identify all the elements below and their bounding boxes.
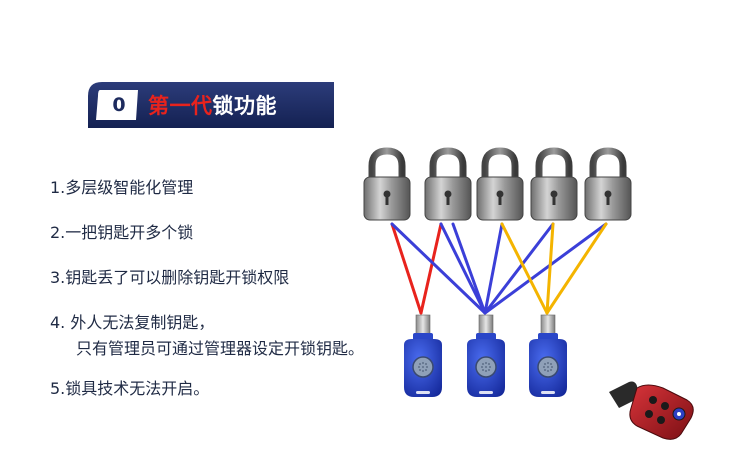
feature-item-2: 2.一把钥匙开多个锁 xyxy=(50,223,194,242)
section-number: 0 xyxy=(112,94,126,116)
padlock-icon xyxy=(530,147,578,221)
feature-item-3: 3.钥匙丢了可以删除钥匙开锁权限 xyxy=(50,268,290,287)
section-title: 第一代 锁功能 xyxy=(148,90,277,120)
key-fob-icon xyxy=(404,314,442,397)
feature-item-4-cont: 只有管理员可通过管理器设定开锁钥匙。 xyxy=(76,339,365,358)
key-programmer-icon xyxy=(609,381,694,440)
padlock-icon xyxy=(584,147,632,221)
padlock-icon xyxy=(424,147,472,221)
section-title-white: 锁功能 xyxy=(212,94,277,118)
padlock-icon xyxy=(363,147,411,221)
feature-item-1: 1.多层级智能化管理 xyxy=(50,178,194,197)
header-shape xyxy=(88,82,334,128)
section-title-red: 第一代 xyxy=(148,94,213,118)
section-header: 0 第一代 锁功能 xyxy=(88,82,334,128)
key-fob-icon xyxy=(529,314,567,397)
feature-item-4: 4. 外人无法复制钥匙， xyxy=(50,313,215,332)
key-fob-icon xyxy=(467,314,505,397)
feature-item-5: 5.锁具技术无法开启。 xyxy=(50,379,210,398)
padlock-icon xyxy=(476,147,524,221)
